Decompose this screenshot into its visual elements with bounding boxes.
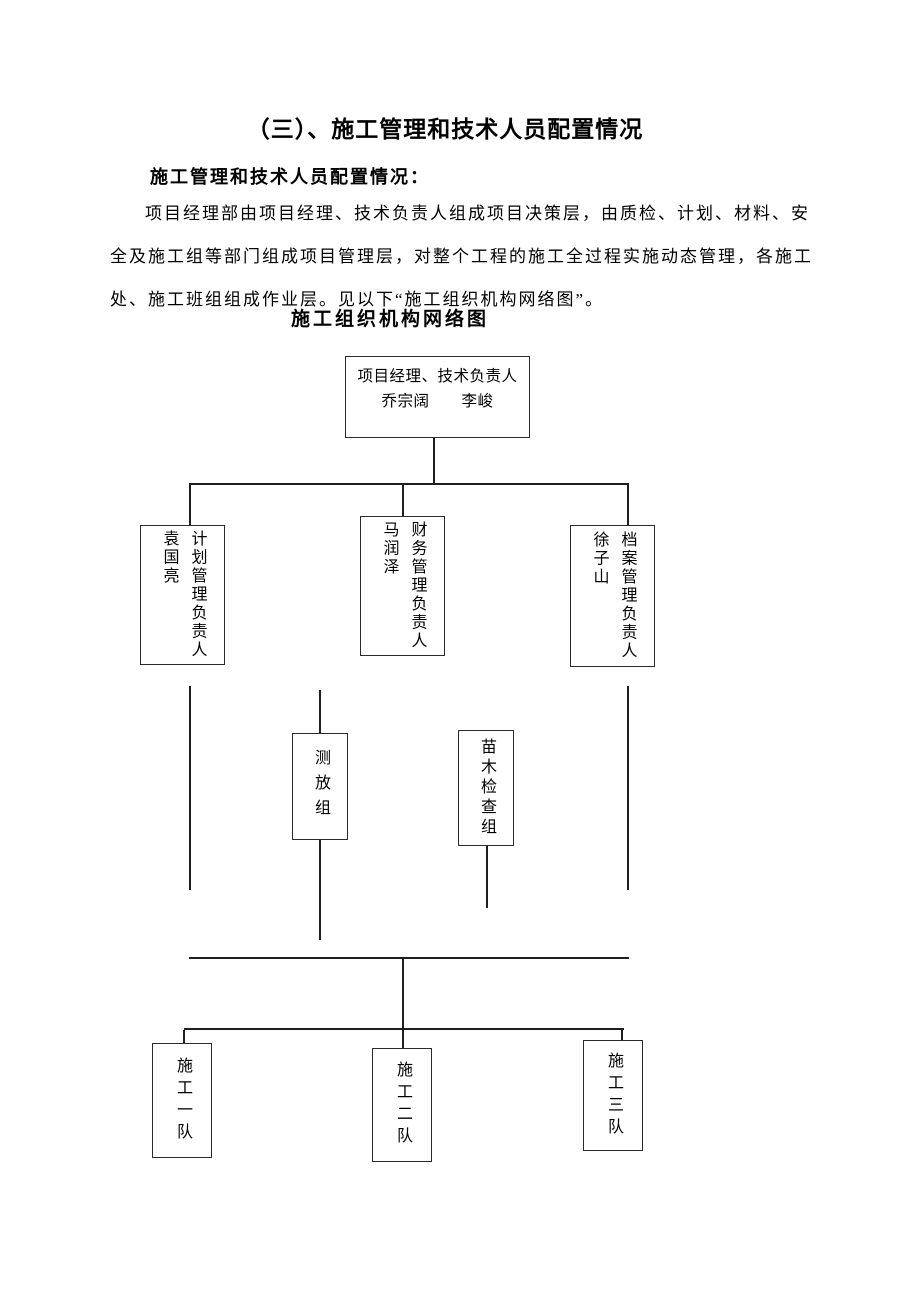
section-heading: 施工管理和技术人员配置情况： [150, 167, 430, 187]
bus-horizontal-lower [184, 1028, 624, 1030]
document-title: （三）、施工管理和技术人员配置情况 [246, 117, 644, 142]
connector-top-vertical [433, 438, 435, 483]
team-3-label: 施工三队 [605, 1051, 622, 1140]
connector-drop-left [189, 485, 191, 525]
org-box-archive-manager: 档案管理负责人 徐子山 [570, 525, 655, 667]
top-box-title: 项目经理、技术负责人 [357, 368, 518, 385]
plan-manager-name: 袁国亮 [160, 530, 178, 586]
archive-manager-name: 徐子山 [590, 531, 608, 587]
org-box-team-3: 施工三队 [583, 1040, 643, 1151]
org-box-team-2: 施工二队 [372, 1048, 432, 1162]
paragraph-line: 项目经理部由项目经理、技术负责人组成项目决策层，由质检、计划、材料、安 [145, 204, 810, 223]
rail-left-vertical [189, 686, 191, 890]
team-1-label: 施工一队 [174, 1056, 191, 1145]
connector-team2-drop [402, 1030, 404, 1049]
org-box-finance-manager: 财务管理负责人 马润泽 [360, 516, 445, 656]
team-2-label: 施工二队 [394, 1061, 411, 1149]
survey-group-label: 测放组 [312, 749, 329, 824]
finance-manager-name: 马润泽 [380, 521, 398, 577]
connector-drop-middle [402, 485, 404, 516]
org-box-project-manager: 项目经理、技术负责人 乔宗阔 李峻 [345, 356, 530, 438]
paragraph-line: 处、施工班组组成作业层。见以下“施工组织机构网络图”。 [110, 290, 605, 309]
org-box-plan-manager: 计划管理负责人 袁国亮 [140, 525, 225, 665]
rail-right-vertical [627, 686, 629, 890]
seedling-group-label: 苗木检查组 [478, 738, 495, 838]
bus-vertical-connector [402, 959, 404, 1028]
top-box-names: 乔宗阔 李峻 [381, 393, 494, 410]
org-box-survey-group: 测放组 [292, 733, 348, 840]
org-box-team-1: 施工一队 [152, 1043, 212, 1158]
plan-manager-title: 计划管理负责人 [188, 530, 206, 660]
connector-level2-horizontal [189, 483, 629, 485]
connector-seedling-bottom [486, 846, 488, 908]
chart-title: 施工组织机构网络图 [291, 309, 490, 330]
bus-horizontal-upper [189, 957, 629, 959]
finance-manager-title: 财务管理负责人 [408, 521, 426, 651]
connector-survey-bottom [319, 840, 321, 940]
connector-team3-drop [621, 1030, 623, 1041]
connector-drop-right [627, 485, 629, 525]
org-box-seedling-inspection-group: 苗木检查组 [458, 730, 514, 846]
connector-survey-top [319, 690, 321, 733]
archive-manager-title: 档案管理负责人 [618, 531, 636, 661]
body-paragraph: 项目经理部由项目经理、技术负责人组成项目决策层，由质检、计划、材料、安 全及施工… [110, 192, 830, 321]
paragraph-line: 全及施工组等部门组成项目管理层，对整个工程的施工全过程实施动态管理，各施工 [110, 247, 813, 266]
connector-team1-drop [183, 1030, 185, 1044]
